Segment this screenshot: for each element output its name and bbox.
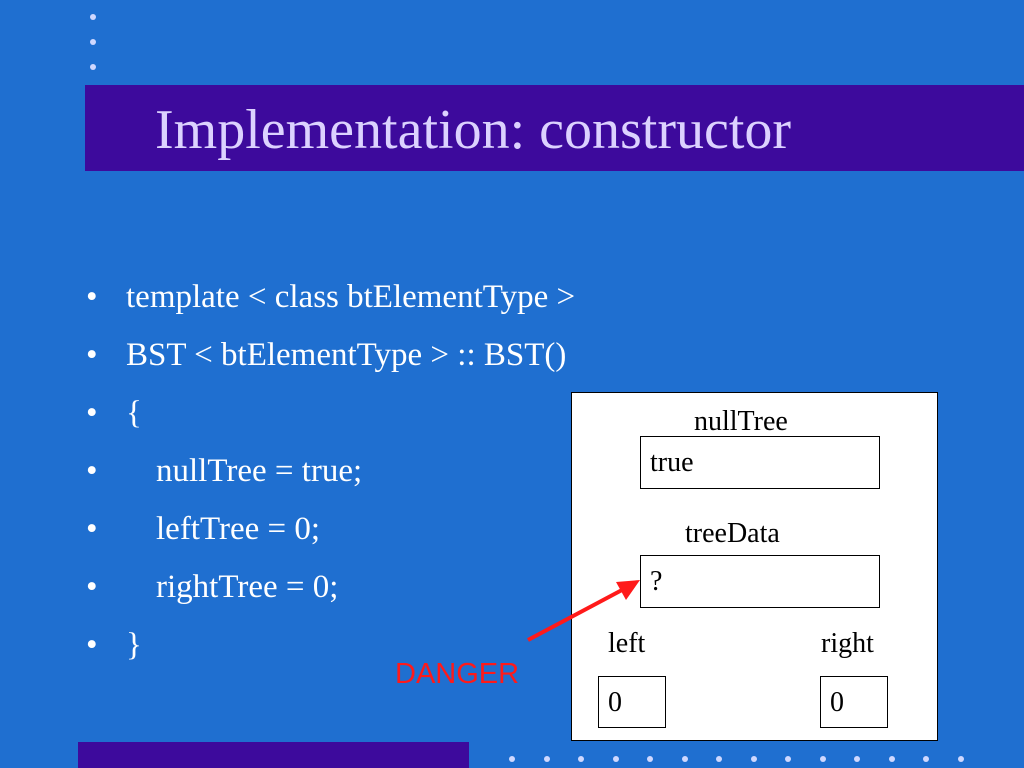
- decor-dot: [90, 64, 96, 70]
- right-box: 0: [820, 676, 888, 728]
- bullet-icon: •: [86, 279, 98, 315]
- bst-node-diagram: nullTree true treeData ? left right 0 0: [571, 392, 938, 741]
- decor-dot: [647, 756, 653, 762]
- bullet-icon: •: [86, 453, 98, 489]
- decor-dot: [90, 39, 96, 45]
- decor-dot: [716, 756, 722, 762]
- decor-dot: [820, 756, 826, 762]
- decor-dot: [854, 756, 860, 762]
- bullet-text: template < class btElementType >: [126, 279, 576, 315]
- decor-dot: [751, 756, 757, 762]
- slide-title: Implementation: constructor: [155, 99, 792, 161]
- decor-dot: [785, 756, 791, 762]
- right-label: right: [821, 628, 874, 659]
- tree-data-box: ?: [640, 555, 880, 608]
- bullet-text: nullTree = true;: [156, 453, 363, 489]
- bullet-icon: •: [86, 337, 98, 373]
- decor-dot: [889, 756, 895, 762]
- bullet-text: rightTree = 0;: [156, 569, 339, 605]
- bullet-icon: •: [86, 511, 98, 547]
- left-label: left: [608, 628, 646, 659]
- decor-dot: [509, 756, 515, 762]
- decor-dot: [923, 756, 929, 762]
- decor-dot: [613, 756, 619, 762]
- footer-bar: [78, 742, 469, 768]
- danger-label: DANGER: [395, 658, 520, 690]
- decor-dot: [682, 756, 688, 762]
- bullet-text: }: [126, 627, 142, 663]
- null-tree-box: true: [640, 436, 880, 489]
- title-bar: [85, 85, 1024, 171]
- bullet-icon: •: [86, 569, 98, 605]
- bullet-icon: •: [86, 395, 98, 431]
- null-tree-label: nullTree: [694, 406, 788, 437]
- left-box: 0: [598, 676, 666, 728]
- decor-dot: [958, 756, 964, 762]
- tree-data-label: treeData: [685, 518, 780, 549]
- bullet-text: {: [126, 395, 142, 431]
- bullet-text: BST < btElementType > :: BST(): [126, 337, 567, 373]
- bullet-text: leftTree = 0;: [156, 511, 321, 547]
- bullet-icon: •: [86, 627, 98, 663]
- decor-dot: [90, 14, 96, 20]
- decor-dot: [544, 756, 550, 762]
- decor-dot: [578, 756, 584, 762]
